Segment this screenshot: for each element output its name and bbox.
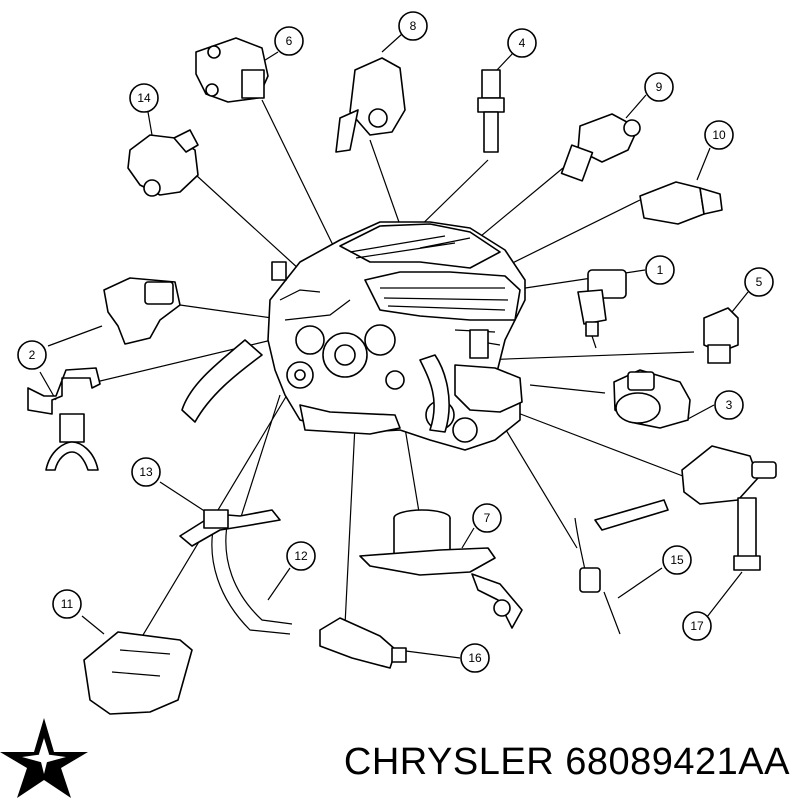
part-11-sensor <box>83 631 193 715</box>
part-16-sensor <box>319 617 407 669</box>
callout-label-13: 13 <box>139 465 153 479</box>
callout-7: 7 <box>472 503 502 533</box>
callout-6: 6 <box>274 26 304 56</box>
part-6-sensor <box>195 37 269 103</box>
callout-label-1: 1 <box>657 263 664 277</box>
part-number: 68089421AA <box>565 741 790 783</box>
part-9-sensor <box>560 113 641 182</box>
callout-15: 15 <box>662 545 692 575</box>
part-7-sensor <box>359 509 523 629</box>
callout-14: 14 <box>129 83 159 113</box>
callout-label-11: 11 <box>61 597 74 611</box>
callout-12: 12 <box>286 541 316 571</box>
callout-2: 2 <box>17 340 47 370</box>
part-15-sensor <box>574 499 669 635</box>
part-14-sensor <box>127 129 199 197</box>
callout-label-12: 12 <box>294 549 308 563</box>
part-10-sensor <box>639 181 723 225</box>
callout-5: 5 <box>744 267 774 297</box>
callout-label-17: 17 <box>690 619 704 633</box>
callout-label-7: 7 <box>484 511 491 525</box>
callout-1: 1 <box>645 255 675 285</box>
callout-label-15: 15 <box>670 553 684 567</box>
callout-10: 10 <box>704 120 734 150</box>
brand-name: CHRYSLER <box>343 741 555 783</box>
callout-11: 11 <box>52 589 82 619</box>
part-caption: CHRYSLER 68089421AA <box>300 738 790 786</box>
part-2-sensor <box>27 277 181 471</box>
part-5-sensor <box>703 307 739 364</box>
callout-label-5: 5 <box>756 275 763 289</box>
callout-label-9: 9 <box>656 80 663 94</box>
part-1-sensor <box>577 269 627 349</box>
callout-label-2: 2 <box>29 348 36 362</box>
callout-13: 13 <box>131 457 161 487</box>
part-17-sensor <box>681 445 777 571</box>
callout-label-14: 14 <box>137 91 151 105</box>
callout-label-10: 10 <box>712 128 726 142</box>
callout-9: 9 <box>644 72 674 102</box>
engine-assembly <box>181 221 526 451</box>
part-4-sensor <box>477 69 505 153</box>
callout-label-16: 16 <box>468 651 482 665</box>
callout-label-8: 8 <box>410 19 417 33</box>
part-3-sensor <box>613 369 691 429</box>
callout-label-3: 3 <box>726 398 733 412</box>
callout-17: 17 <box>682 611 712 641</box>
part-13-sensor <box>179 509 281 547</box>
callout-label-4: 4 <box>519 36 526 50</box>
part-12-sensor <box>211 519 293 635</box>
callout-4: 4 <box>507 28 537 58</box>
callout-circles: 1 2 3 4 5 6 7 8 9 10 11 12 13 14 15 16 1… <box>17 11 774 673</box>
callout-16: 16 <box>460 643 490 673</box>
callout-label-6: 6 <box>286 34 293 48</box>
part-8-sensor <box>335 57 406 153</box>
callout-8: 8 <box>398 11 428 41</box>
callout-3: 3 <box>714 390 744 420</box>
pentastar-logo <box>0 718 88 798</box>
